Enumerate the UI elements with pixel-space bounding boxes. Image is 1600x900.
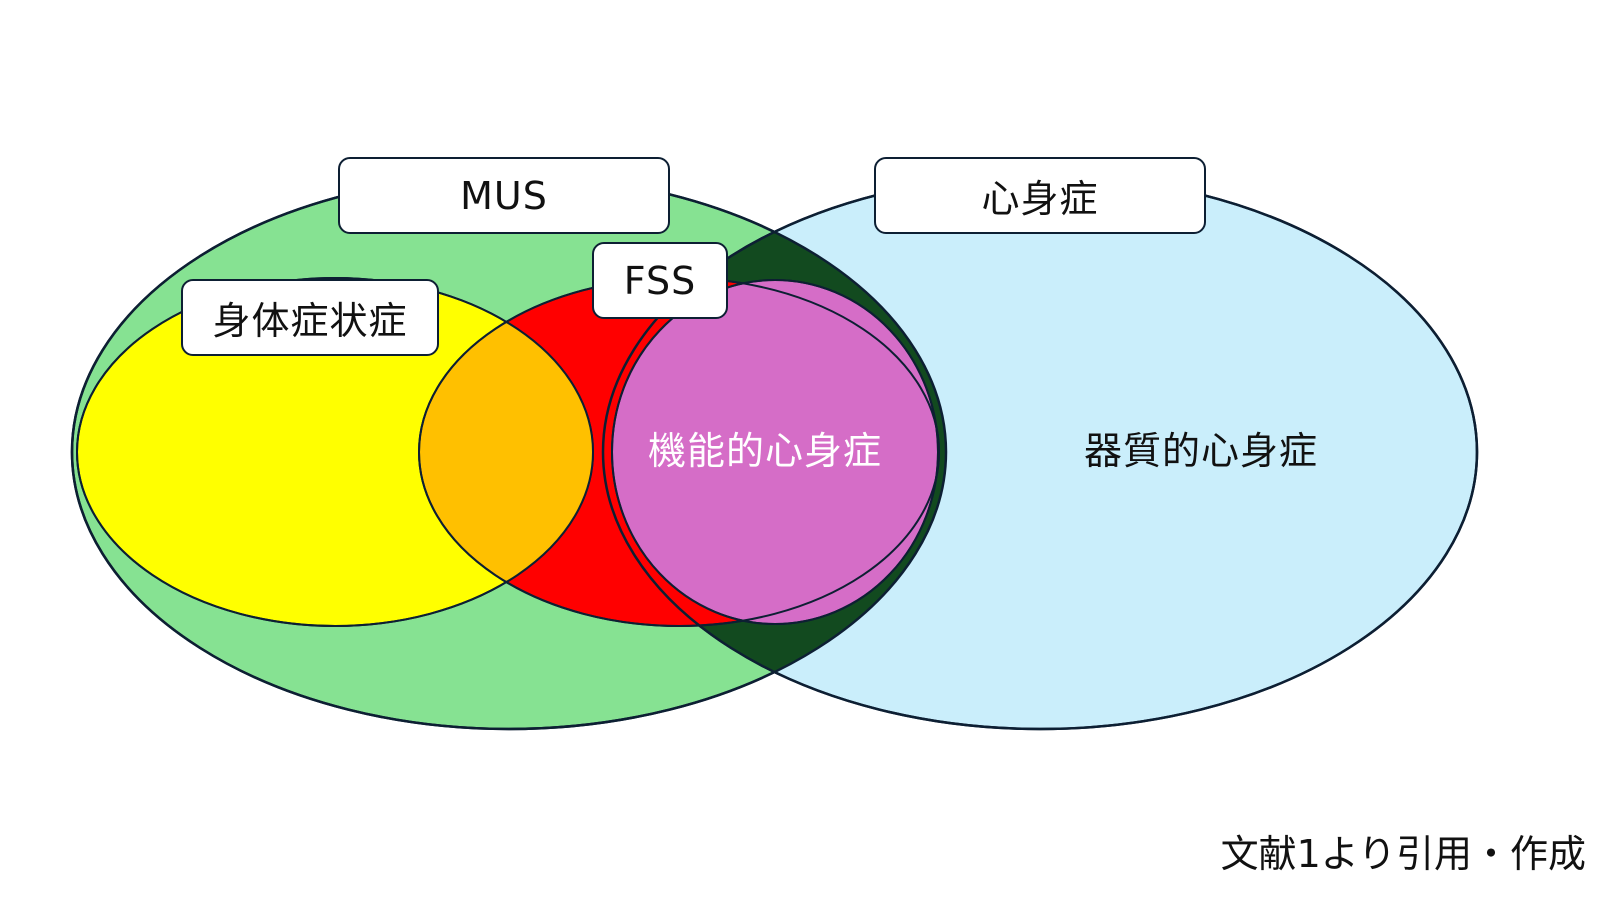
fss-label: FSS: [623, 258, 697, 303]
fss-label-box: FSS: [592, 242, 728, 319]
functional-psychosomatic-label: 機能的心身症: [648, 429, 883, 473]
mus-label: MUS: [460, 173, 548, 218]
citation-text: 文献1より引用・作成: [1220, 832, 1586, 876]
somatic-symptom-label: 身体症状症: [212, 299, 408, 343]
shinshin-label: 心身症: [981, 177, 1099, 221]
organic-psychosomatic-label: 器質的心身症: [1084, 429, 1319, 473]
mus-label-box: MUS: [338, 157, 670, 234]
somatic-symptom-label-box: 身体症状症: [181, 279, 439, 356]
shinshin-label-box: 心身症: [874, 157, 1206, 234]
